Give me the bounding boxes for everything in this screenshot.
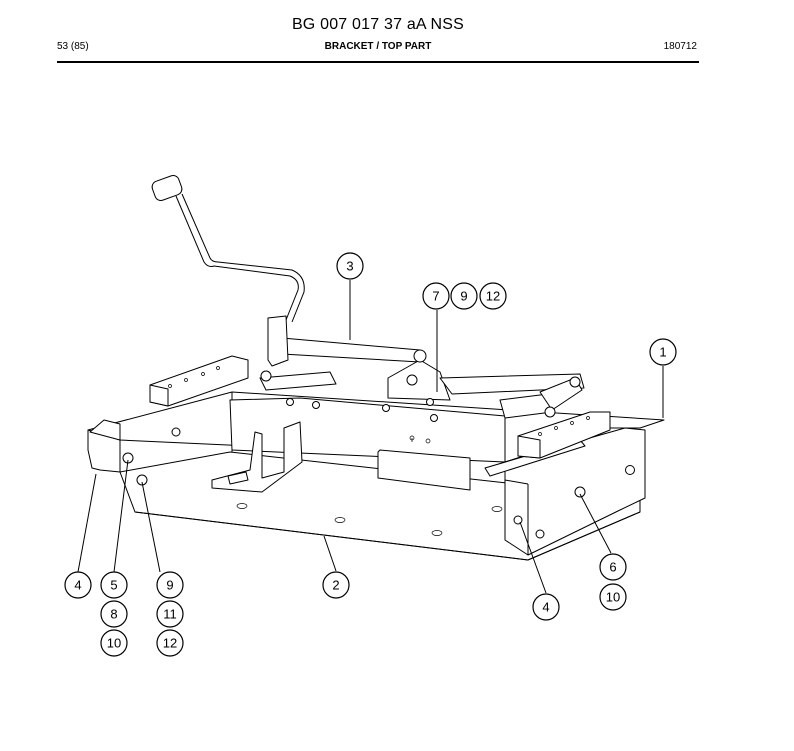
callout-10-right: 10 bbox=[599, 583, 627, 611]
top-part-linkage bbox=[171, 337, 585, 437]
leader-lines bbox=[77, 280, 664, 594]
svg-text:12: 12 bbox=[486, 289, 500, 304]
callout-8: 8 bbox=[100, 600, 128, 628]
callout-4-right: 4 bbox=[532, 593, 560, 621]
svg-text:9: 9 bbox=[166, 578, 173, 593]
left-pad bbox=[149, 355, 249, 407]
part-title: BRACKET / TOP PART bbox=[324, 41, 432, 52]
svg-text:2: 2 bbox=[332, 578, 339, 593]
svg-text:5: 5 bbox=[110, 578, 117, 593]
svg-text:4: 4 bbox=[74, 578, 81, 593]
svg-text:12: 12 bbox=[163, 636, 177, 651]
svg-text:10: 10 bbox=[107, 636, 121, 651]
callout-1: 1 bbox=[649, 338, 677, 366]
callout-11: 11 bbox=[156, 600, 184, 628]
svg-text:7: 7 bbox=[432, 289, 439, 304]
callout-10-left: 10 bbox=[100, 629, 128, 657]
callout-12-left: 12 bbox=[156, 629, 184, 657]
date-code: 180712 bbox=[663, 41, 697, 52]
svg-text:11: 11 bbox=[163, 607, 177, 622]
svg-text:1: 1 bbox=[659, 345, 666, 360]
handle bbox=[151, 175, 305, 367]
svg-text:3: 3 bbox=[346, 259, 353, 274]
callout-6: 6 bbox=[599, 553, 627, 581]
document-code: BG 007 017 37 aA NSS bbox=[291, 16, 465, 33]
callout-9-top: 9 bbox=[450, 282, 478, 310]
side-bolts bbox=[122, 452, 635, 539]
svg-text:4: 4 bbox=[542, 600, 549, 615]
callout-5: 5 bbox=[100, 571, 128, 599]
callout-12-top: 12 bbox=[479, 282, 507, 310]
page-number: 53 (85) bbox=[57, 41, 89, 52]
right-pad bbox=[517, 411, 611, 459]
svg-text:9: 9 bbox=[460, 289, 467, 304]
svg-text:8: 8 bbox=[110, 607, 117, 622]
callout-9-left: 9 bbox=[156, 571, 184, 599]
callout-3: 3 bbox=[336, 252, 364, 280]
support-bracket bbox=[211, 421, 303, 493]
callout-2: 2 bbox=[322, 571, 350, 599]
header-divider bbox=[57, 61, 699, 63]
svg-text:10: 10 bbox=[606, 590, 620, 605]
callout-7: 7 bbox=[422, 282, 450, 310]
callout-4-left: 4 bbox=[64, 571, 92, 599]
svg-text:6: 6 bbox=[609, 560, 616, 575]
